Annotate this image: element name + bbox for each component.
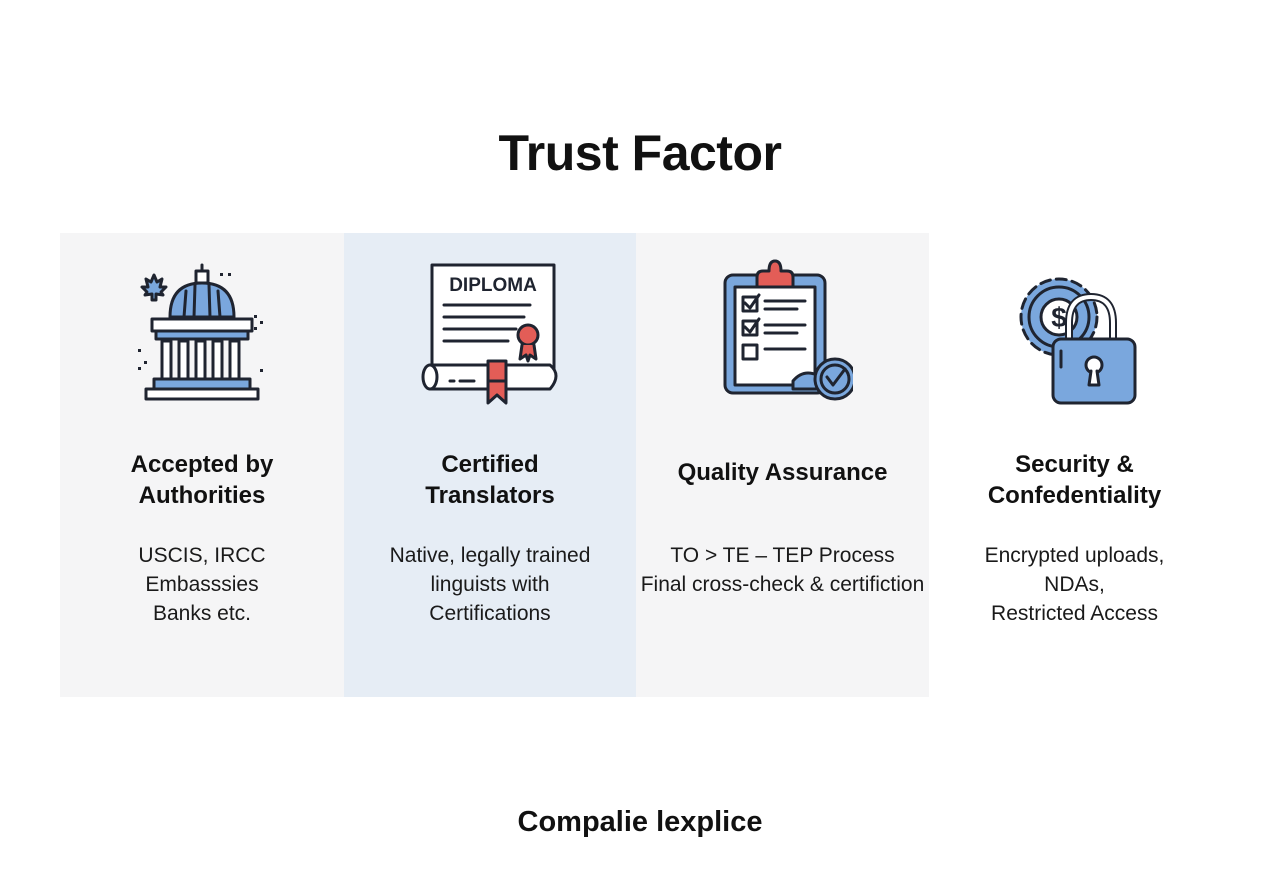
svg-text:$: $ — [1051, 302, 1067, 333]
padlock-gear-icon: $ — [1019, 277, 1136, 405]
card-description: Encrypted uploads, NDAs, Restricted Acce… — [984, 544, 1165, 625]
card-certified-translators: DIPLOMA Certified Translators — [344, 233, 636, 697]
card-title: Quality Assurance — [677, 459, 888, 486]
card-title: Certified Translators — [425, 451, 555, 509]
diploma-icon: DIPLOMA — [421, 263, 558, 405]
card-security-confidentiality: $ Security & Confedentiality Encrypted u… — [929, 233, 1220, 697]
checklist-clipboard-icon — [723, 259, 853, 401]
card-quality-assurance: Quality Assurance TO > TE – TEP Process … — [636, 233, 929, 697]
card-description: TO > TE – TEP Process Final cross-check … — [640, 544, 925, 596]
government-building-icon — [138, 263, 263, 401]
card-title: Security & Confedentiality — [987, 451, 1162, 509]
footer-text: Compalie lexplice — [517, 806, 763, 838]
card-title: Accepted by Authorities — [130, 451, 274, 509]
svg-text:DIPLOMA: DIPLOMA — [449, 275, 537, 296]
card-description: Native, legally trained linguists with C… — [389, 544, 591, 625]
card-description: USCIS, IRCC Embasssies Banks etc. — [138, 544, 266, 625]
page-title: Trust Factor — [498, 125, 782, 181]
trust-cards: Accepted by Authorities USCIS, IRCC Emba… — [60, 233, 1220, 697]
card-accepted-by-authorities: Accepted by Authorities USCIS, IRCC Emba… — [60, 233, 344, 697]
